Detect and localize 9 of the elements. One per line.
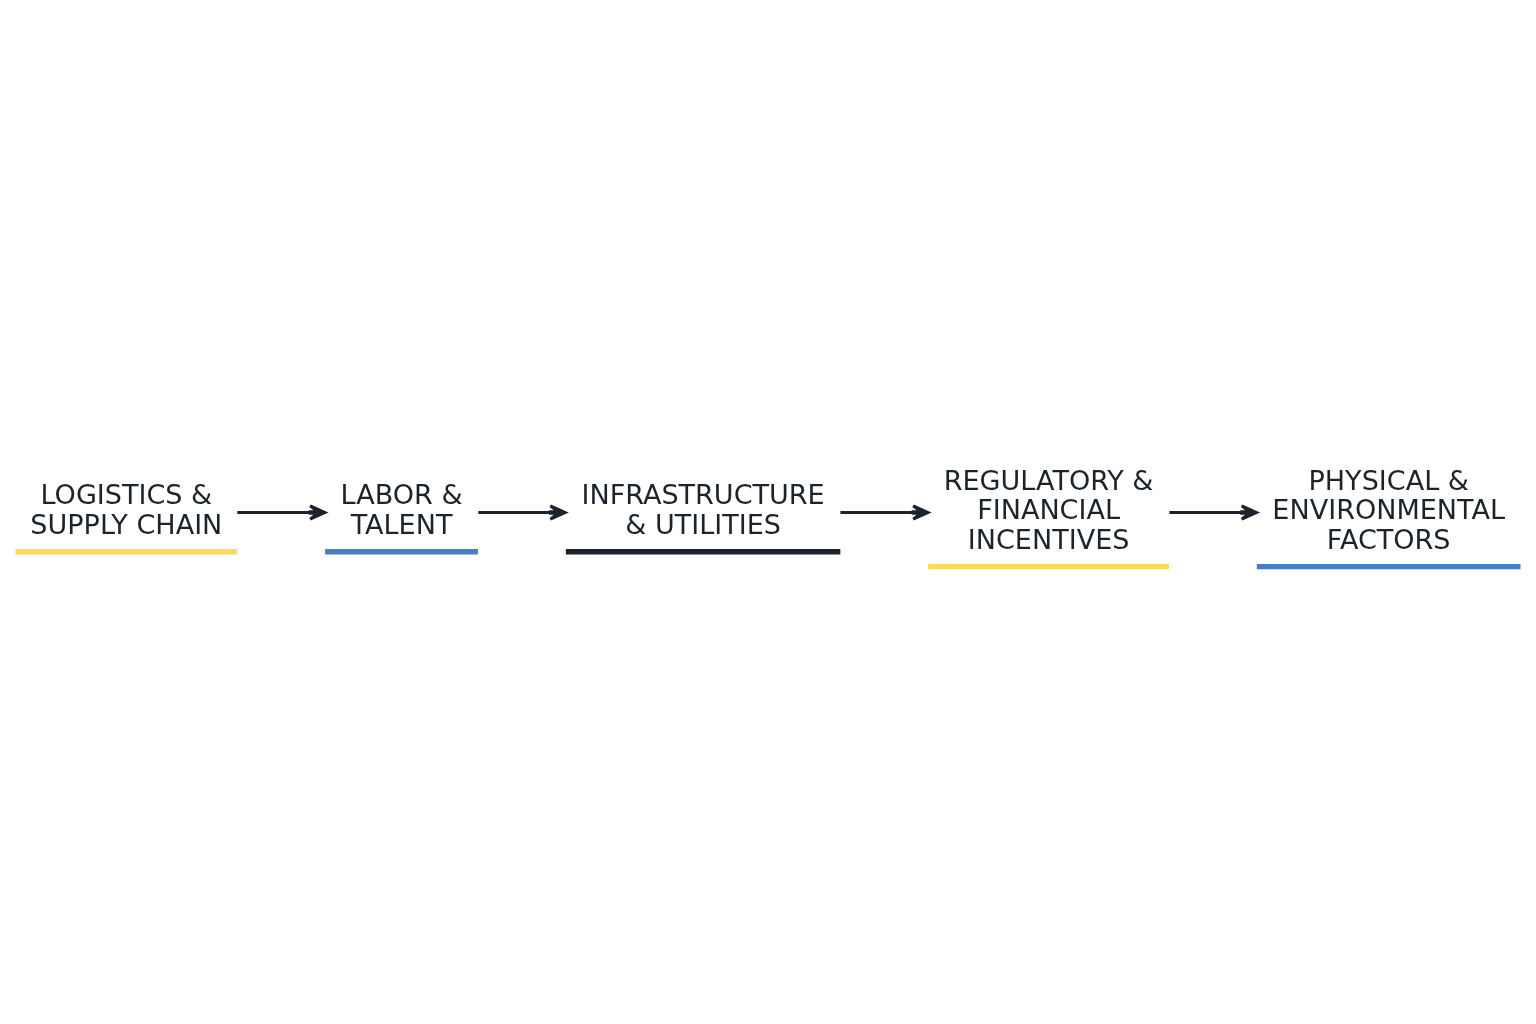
arrow: [478, 503, 567, 521]
node-text: LOGISTICS & SUPPLY CHAIN: [30, 478, 223, 540]
arrow: [840, 503, 930, 521]
node-text: INFRASTRUCTURE & UTILITIES: [581, 478, 825, 540]
node-text: REGULATORY & FINANCIAL INCENTIVES: [943, 464, 1154, 555]
arrow: [237, 503, 327, 521]
node-text: PHYSICAL & ENVIRONMENTAL FACTORS: [1272, 464, 1506, 555]
node-text: LABOR & TALENT: [340, 478, 463, 540]
arrow: [1169, 503, 1259, 521]
